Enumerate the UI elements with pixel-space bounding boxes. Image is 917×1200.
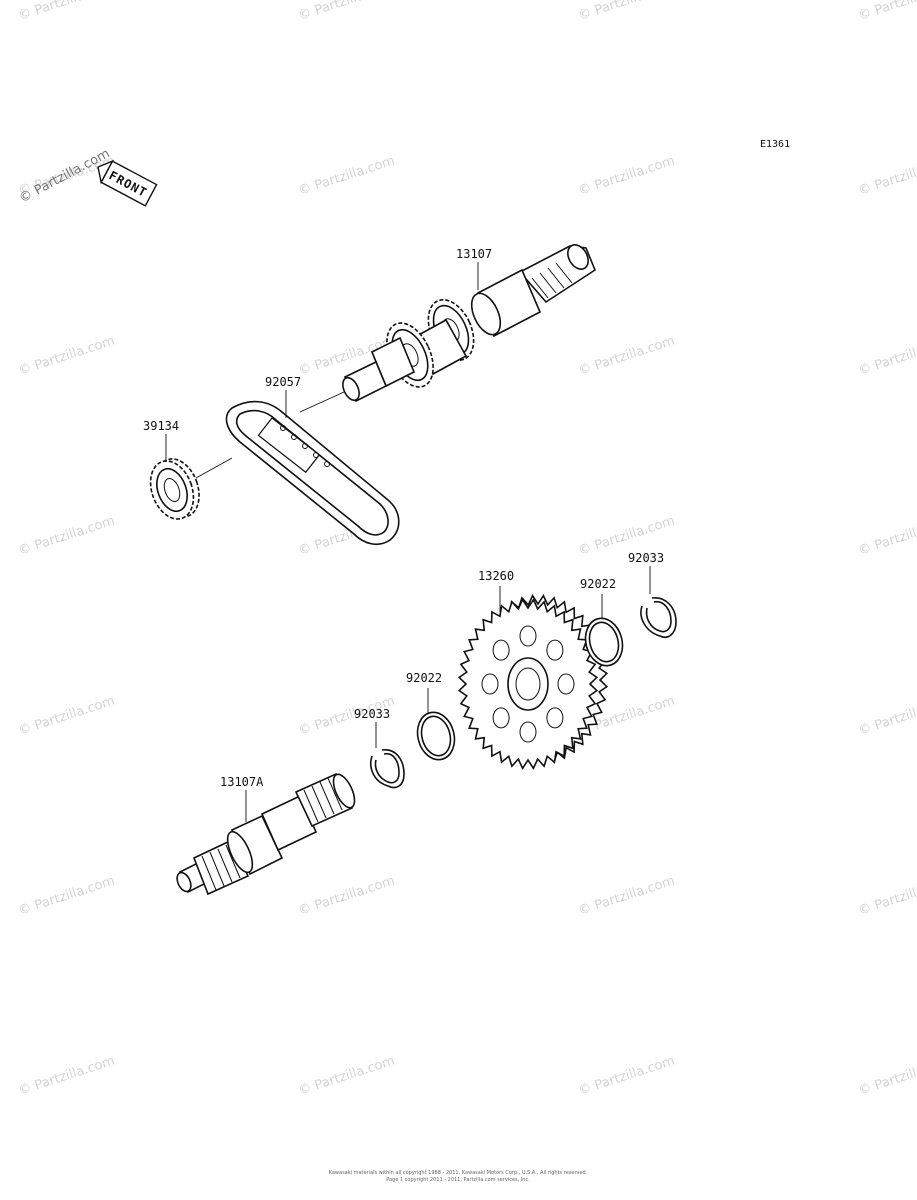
label-13260[interactable]: 13260 <box>478 569 514 583</box>
watermark-text: © Partzilla.com <box>297 1054 397 1099</box>
label-92022-lower[interactable]: 92022 <box>406 671 442 685</box>
watermark-text: © Partzilla.com <box>17 514 117 559</box>
watermark-text: © Partzilla.com <box>577 154 677 199</box>
gear-lightening-hole <box>492 707 510 729</box>
watermark-text: © Partzilla.com <box>297 0 397 24</box>
watermark-text: © Partzilla.com <box>577 334 677 379</box>
watermark-text: © Partzilla.com <box>297 154 397 199</box>
footer-copyright: Kawasaki materials within all copyright … <box>329 1170 588 1176</box>
front-badge-watermark: © Partzilla.com <box>17 146 113 206</box>
gear-lightening-hole <box>546 707 564 729</box>
label-13107[interactable]: 13107 <box>456 247 492 261</box>
gear-lightening-hole <box>519 721 537 743</box>
gear-lightening-hole <box>519 625 537 647</box>
watermark-text: © Partzilla.com <box>857 1054 917 1099</box>
watermark-text: © Partzilla.com <box>857 874 917 919</box>
gear-lightening-hole <box>557 673 575 695</box>
watermark-text: © Partzilla.com <box>17 0 117 24</box>
part-13107-shaft[interactable] <box>299 241 596 413</box>
label-13107A[interactable]: 13107A <box>220 775 264 789</box>
label-92057[interactable]: 92057 <box>265 375 301 389</box>
watermark-text: © Partzilla.com <box>577 1054 677 1099</box>
watermark-text: © Partzilla.com <box>17 694 117 739</box>
watermark-text: © Partzilla.com <box>857 334 917 379</box>
svg-text:FRONT: FRONT <box>107 168 150 200</box>
watermark-text: © Partzilla.com <box>17 1054 117 1099</box>
gear-lightening-hole <box>492 639 510 661</box>
watermark-text: © Partzilla.com <box>857 514 917 559</box>
part-39134-sprocket[interactable] <box>143 453 233 525</box>
watermark-text: © Partzilla.com <box>17 334 117 379</box>
part-92022-washer-lower[interactable] <box>412 708 459 764</box>
watermark-text: © Partzilla.com <box>857 0 917 24</box>
watermark-text: © Partzilla.com <box>17 874 117 919</box>
part-92033-circlip-upper[interactable] <box>640 597 677 638</box>
gear-lightening-hole <box>546 639 564 661</box>
part-92033-circlip-lower[interactable] <box>370 749 405 789</box>
gear-bore <box>515 667 541 701</box>
watermark-text: © Partzilla.com <box>857 694 917 739</box>
label-39134[interactable]: 39134 <box>143 419 179 433</box>
label-92033-upper[interactable]: 92033 <box>628 551 664 565</box>
label-92033-lower[interactable]: 92033 <box>354 707 390 721</box>
gear-hub <box>507 657 549 711</box>
footer-copyright-2: Page 1 copyright 2011 - 2011, Partzilla.… <box>386 1177 530 1183</box>
chain-links <box>257 417 330 474</box>
part-92057-chain[interactable] <box>225 400 400 546</box>
watermark-text: © Partzilla.com <box>577 0 677 24</box>
watermark-layer: © Partzilla.com © Partzilla.com © Partzill… <box>17 0 917 1099</box>
label-92022-upper[interactable]: 92022 <box>580 577 616 591</box>
part-92022-washer-upper[interactable] <box>580 614 627 670</box>
watermark-text: © Partzilla.com <box>577 874 677 919</box>
diagram-code: E1361 <box>760 139 790 150</box>
gear-lightening-hole <box>481 673 499 695</box>
watermark-text: © Partzilla.com <box>297 874 397 919</box>
watermark-text: © Partzilla.com <box>857 154 917 199</box>
part-13260-gear[interactable] <box>457 594 609 770</box>
part-13107A-shaft[interactable] <box>174 771 359 896</box>
